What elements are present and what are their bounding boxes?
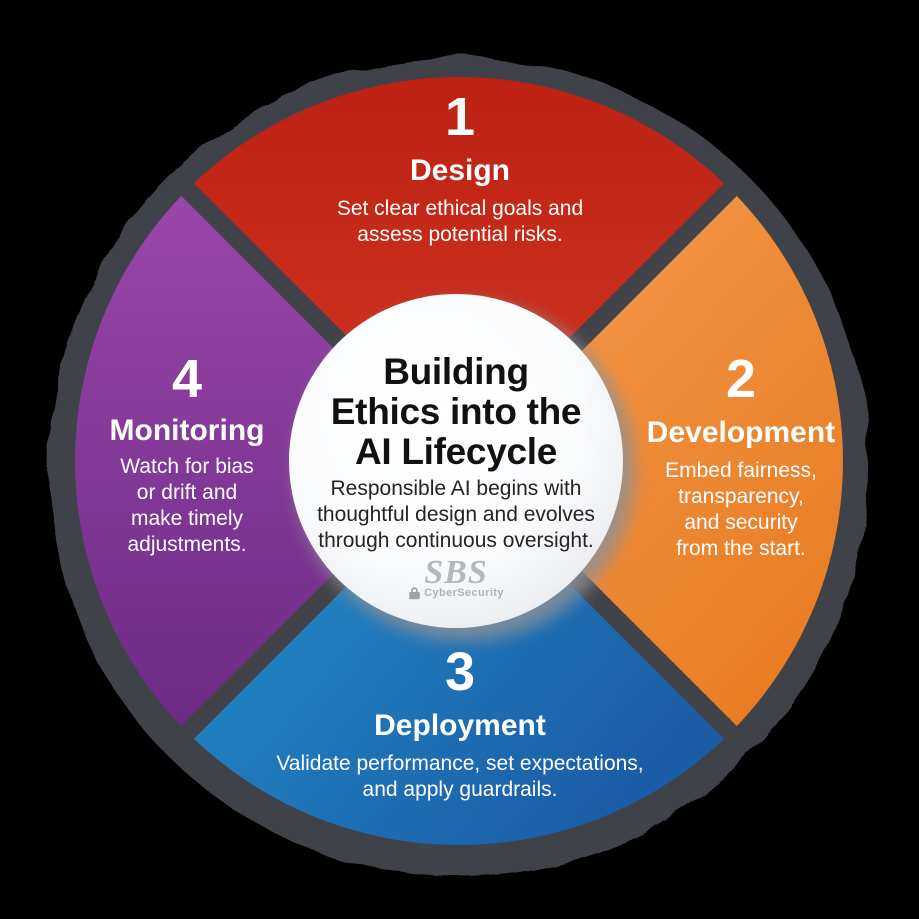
logo-wordmark: SBS — [424, 554, 488, 591]
sector-deployment — [187, 461, 731, 845]
quadrant-number: 3 — [444, 642, 476, 702]
quadrant-description: Embed fairness,transparency,and security… — [665, 458, 817, 560]
quadrant-number: 2 — [725, 349, 757, 409]
quadrant-number: 1 — [444, 87, 476, 147]
infographic-title: Building Ethics into the AI Lifecycle — [289, 352, 623, 472]
sector-design — [187, 77, 731, 461]
sector-development — [459, 189, 843, 733]
title-line: Building — [383, 351, 529, 392]
padlock-icon — [409, 587, 420, 600]
logo-tagline: CyberSecurity — [424, 586, 504, 599]
quadrant-development: 2 Development Embed fairness,transparenc… — [616, 352, 866, 562]
center-panel: Building Ethics into the AI Lifecycle Re… — [289, 294, 623, 628]
quadrant-label: Development — [646, 416, 836, 449]
sbs-logo: SBS CyberSecurity — [289, 556, 623, 600]
quadrant-label: Deployment — [374, 709, 546, 742]
title-line: AI Lifecycle — [354, 431, 558, 472]
quadrant-number: 4 — [171, 349, 203, 409]
center-circle-bg — [289, 294, 623, 628]
quadrant-label: Monitoring — [109, 414, 265, 447]
quadrant-description: Validate performance, set expectations,a… — [276, 751, 644, 801]
sector-monitoring — [75, 189, 459, 733]
quadrant-deployment: 3 Deployment Validate performance, set e… — [190, 645, 730, 803]
title-line: Ethics into the — [330, 391, 582, 432]
wheel-sectors — [75, 77, 843, 845]
quadrant-label: Design — [409, 154, 511, 187]
